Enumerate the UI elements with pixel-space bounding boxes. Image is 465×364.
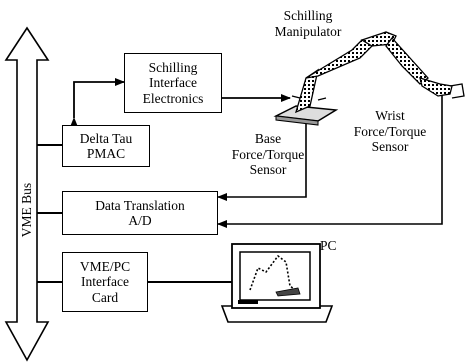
wrist-sensor-line-3: Sensor: [371, 139, 409, 154]
schilling-manipulator-icon: [291, 31, 465, 114]
data-translation-line-1: Data Translation: [95, 197, 185, 213]
delta-tau-line-2: PMAC: [86, 146, 126, 161]
vme-pc-card-box: VME/PC Interface Card: [62, 252, 148, 312]
delta-tau-box: Delta Tau PMAC: [62, 125, 150, 167]
data-translation-line-2: A/D: [128, 213, 152, 228]
base-sensor-line-3: Sensor: [249, 162, 287, 177]
schilling-interface-line-1: Schilling: [148, 59, 198, 75]
manipulator-label-line-2: Manipulator: [274, 23, 342, 39]
base-force-sensor-icon: [273, 105, 339, 126]
vme-pc-line-2: Interface: [81, 274, 129, 290]
manipulator-label: Schilling Manipulator: [258, 8, 358, 39]
wrist-sensor-signal: [217, 95, 443, 228]
schilling-interface-box: Schilling Interface Electronics: [124, 53, 222, 113]
pc-computer-icon: [220, 243, 334, 323]
base-sensor-line-2: Force/Torque: [231, 146, 305, 162]
wrist-sensor-line-2: Force/Torque: [353, 123, 427, 139]
base-sensor-label: Base Force/Torque Sensor: [218, 131, 318, 178]
base-sensor-signal: [217, 120, 307, 201]
vme-pc-line-3: Card: [91, 289, 119, 305]
wrist-sensor-line-1: Wrist: [375, 108, 405, 123]
delta-tau-line-1: Delta Tau: [79, 130, 133, 146]
vme-bus-label: VME Bus: [19, 182, 34, 238]
delta-tau-interface-link: [70, 78, 125, 127]
pc-label: PC: [320, 238, 337, 253]
base-sensor-line-1: Base: [254, 131, 282, 146]
schilling-interface-line-2: Interface: [149, 75, 197, 91]
manipulator-label-line-1: Schilling: [283, 8, 333, 23]
data-translation-box: Data Translation A/D: [62, 191, 218, 235]
vme-bus-arrow: [4, 26, 50, 362]
wrist-sensor-label: Wrist Force/Torque Sensor: [340, 108, 440, 155]
schilling-interface-line-3: Electronics: [142, 90, 204, 106]
vme-pc-line-1: VME/PC: [79, 258, 131, 274]
